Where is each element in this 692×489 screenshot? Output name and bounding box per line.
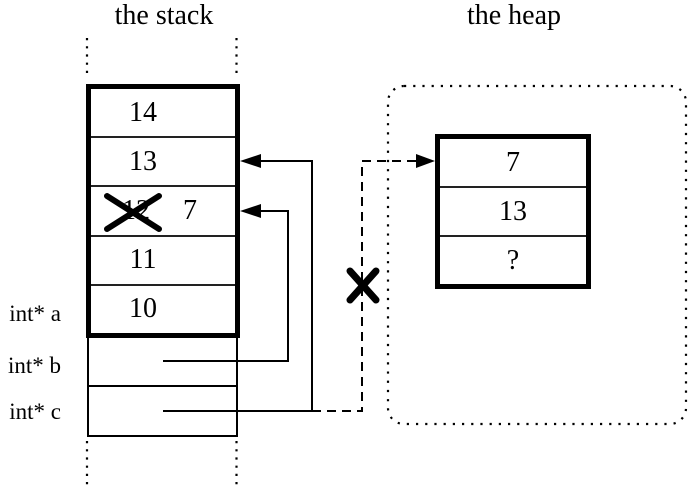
pointer-c-cell	[89, 387, 236, 437]
stack-cell: 14	[91, 89, 235, 136]
heap-cell: 13	[440, 186, 586, 235]
label-int-c: int* c	[9, 399, 61, 424]
stack-cell-value: 11	[129, 244, 157, 276]
dangling-pointer-dashed-arrow	[312, 154, 435, 412]
stack-cell: 13	[91, 136, 235, 185]
stack-cell: 11	[91, 234, 235, 284]
label-int-a: int* a	[9, 301, 61, 326]
stack-frame-box: 14 13 12 7 11 10	[86, 84, 240, 338]
label-int-b: int* b	[7, 353, 61, 378]
stack-cell-old-value: 12	[122, 195, 150, 226]
heap-cell-value: 7	[506, 146, 520, 178]
pointer-variable-cells	[87, 337, 238, 437]
stack-title: the stack	[114, 0, 214, 31]
heap-block-box: 7 13 ?	[435, 134, 591, 289]
heap-cell: ?	[440, 235, 586, 284]
heap-title: the heap	[466, 0, 562, 31]
broken-pointer-x-icon	[346, 267, 380, 304]
heap-cell: 7	[440, 139, 586, 186]
heap-cell-value: 13	[499, 195, 527, 227]
heap-cell-value: ?	[506, 244, 520, 276]
stack-cell: 10	[91, 283, 235, 333]
stack-cell-value: 13	[129, 145, 157, 177]
stack-cell-value: 14	[129, 96, 157, 128]
stack-cell-overwritten: 12 7	[91, 185, 235, 234]
stack-cell-new-value: 7	[183, 195, 197, 226]
pointer-b-cell	[89, 337, 236, 387]
stack-cell-value: 10	[129, 293, 157, 325]
